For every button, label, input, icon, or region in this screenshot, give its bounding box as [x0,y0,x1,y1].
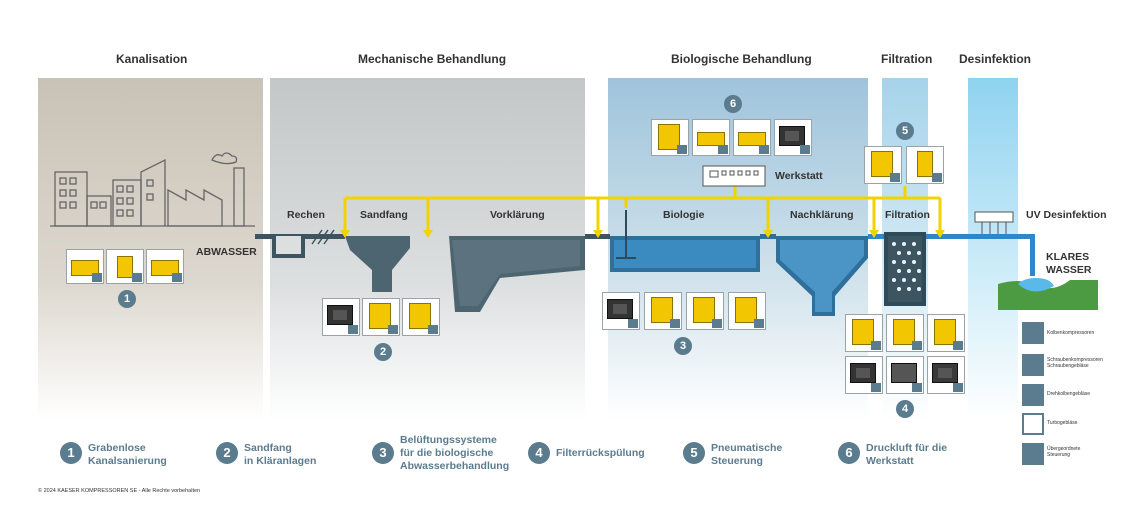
air-pipes [343,186,942,236]
screw-compressor-icon [927,356,965,394]
compressor-trolley-icon [106,249,144,284]
control-unit-icon [602,292,640,330]
screw-compressor-icon [1022,354,1044,376]
legend-text: Pneumatische Steuerung [711,442,783,467]
legend-number: 4 [528,442,550,464]
city-buildings [50,152,255,227]
legend-text: Belüftungssysteme für die biologische Ab… [400,434,510,472]
key-text: Schraubenkompressoren Schraubengebläse [1047,357,1103,369]
control-unit-icon [845,356,883,394]
legend-text: Druckluft für die Werkstatt [866,442,948,467]
screw-blower-icon [845,314,883,352]
legend-item-6: 6 Druckluft für die Werkstatt [838,442,947,468]
legend-item-5: 5 Pneumatische Steuerung [683,442,782,468]
stage-title-filtration: Filtration [881,52,933,66]
marker-5: 5 [896,122,914,140]
legend-number: 3 [372,442,394,464]
rotary-blower-icon [886,356,924,394]
marker-2: 2 [374,343,392,361]
label-nachklaerung: Nachklärung [790,209,854,221]
legend-text: Sandfang in Kläranlagen [244,442,317,467]
legend-text: Grabenlose Kanalsanierung [88,442,167,467]
control-unit-icon [322,298,360,336]
label-abwasser: ABWASSER [196,246,257,258]
screw-compressor-icon [651,119,689,156]
legend-number: 1 [60,442,82,464]
legend-item-2: 2 Sandfang in Kläranlagen [216,442,316,468]
copyright-text: © 2024 KAESER KOMPRESSOREN SE - Alle Rec… [38,488,201,494]
screw-compressor-icon [728,292,766,330]
screw-compressor-icon [906,146,944,184]
legend-text: Filterrückspülung [556,447,645,459]
master-control-icon [1022,443,1044,465]
screw-blower-icon [362,298,400,336]
legend-number: 5 [683,442,705,464]
turbo-blower-icon [927,314,965,352]
label-vorklaerung: Vorklärung [490,209,545,221]
workshop-machine [702,165,766,187]
rotary-blower-icon [1022,384,1044,406]
legend-item-1: 1 Grabenlose Kanalsanierung [60,442,167,468]
stage-title-mechanisch: Mechanische Behandlung [358,52,507,66]
piston-compressor-icon [733,119,771,156]
marker-4: 4 [896,400,914,418]
key-text: Drehkolbengebläse [1047,391,1091,397]
turbo-blower-icon [686,292,724,330]
legend-item-4: 4 Filterrückspülung [528,442,645,464]
legend-item-3: 3 Belüftungssysteme für die biologische … [372,434,509,473]
screw-blower-icon [644,292,682,330]
stage-title-biologisch: Biologische Behandlung [671,52,812,66]
label-uv: UV Desinfektion [1026,209,1107,221]
key-text: Turbogebläse [1047,420,1078,426]
legend-number: 2 [216,442,238,464]
panel-desinfektion [968,78,1018,420]
screw-compressor-icon [886,314,924,352]
label-filtration: Filtration [885,209,930,221]
key-text: Übergeordnete Steuerung [1047,446,1081,458]
mobile-blower-icon [146,249,184,284]
screw-compressor-icon [864,146,902,184]
label-werkstatt: Werkstatt [775,170,823,182]
stage-title-kanalisation: Kanalisation [116,52,188,66]
key-text: Kolbenkompressoren [1047,330,1095,336]
uv-unit [974,211,1014,234]
label-wasser: WASSER [1046,264,1092,276]
marker-3: 3 [674,337,692,355]
label-biologie: Biologie [663,209,705,221]
marker-6: 6 [724,95,742,113]
label-rechen: Rechen [287,209,325,221]
legend-number: 6 [838,442,860,464]
piston-compressor-icon [692,119,730,156]
turbo-blower-icon [1022,413,1044,435]
water-channel [255,210,1098,316]
marker-1: 1 [118,290,136,308]
stage-title-desinfektion: Desinfektion [959,52,1032,66]
piston-compressor-icon [1022,322,1044,344]
mobile-compressor-icon [66,249,104,284]
screw-compressor-icon [402,298,440,336]
label-sandfang: Sandfang [360,209,408,221]
label-klares: KLARES [1046,251,1090,263]
screw-compressor-icon [774,119,812,156]
air-arrows [340,230,945,238]
